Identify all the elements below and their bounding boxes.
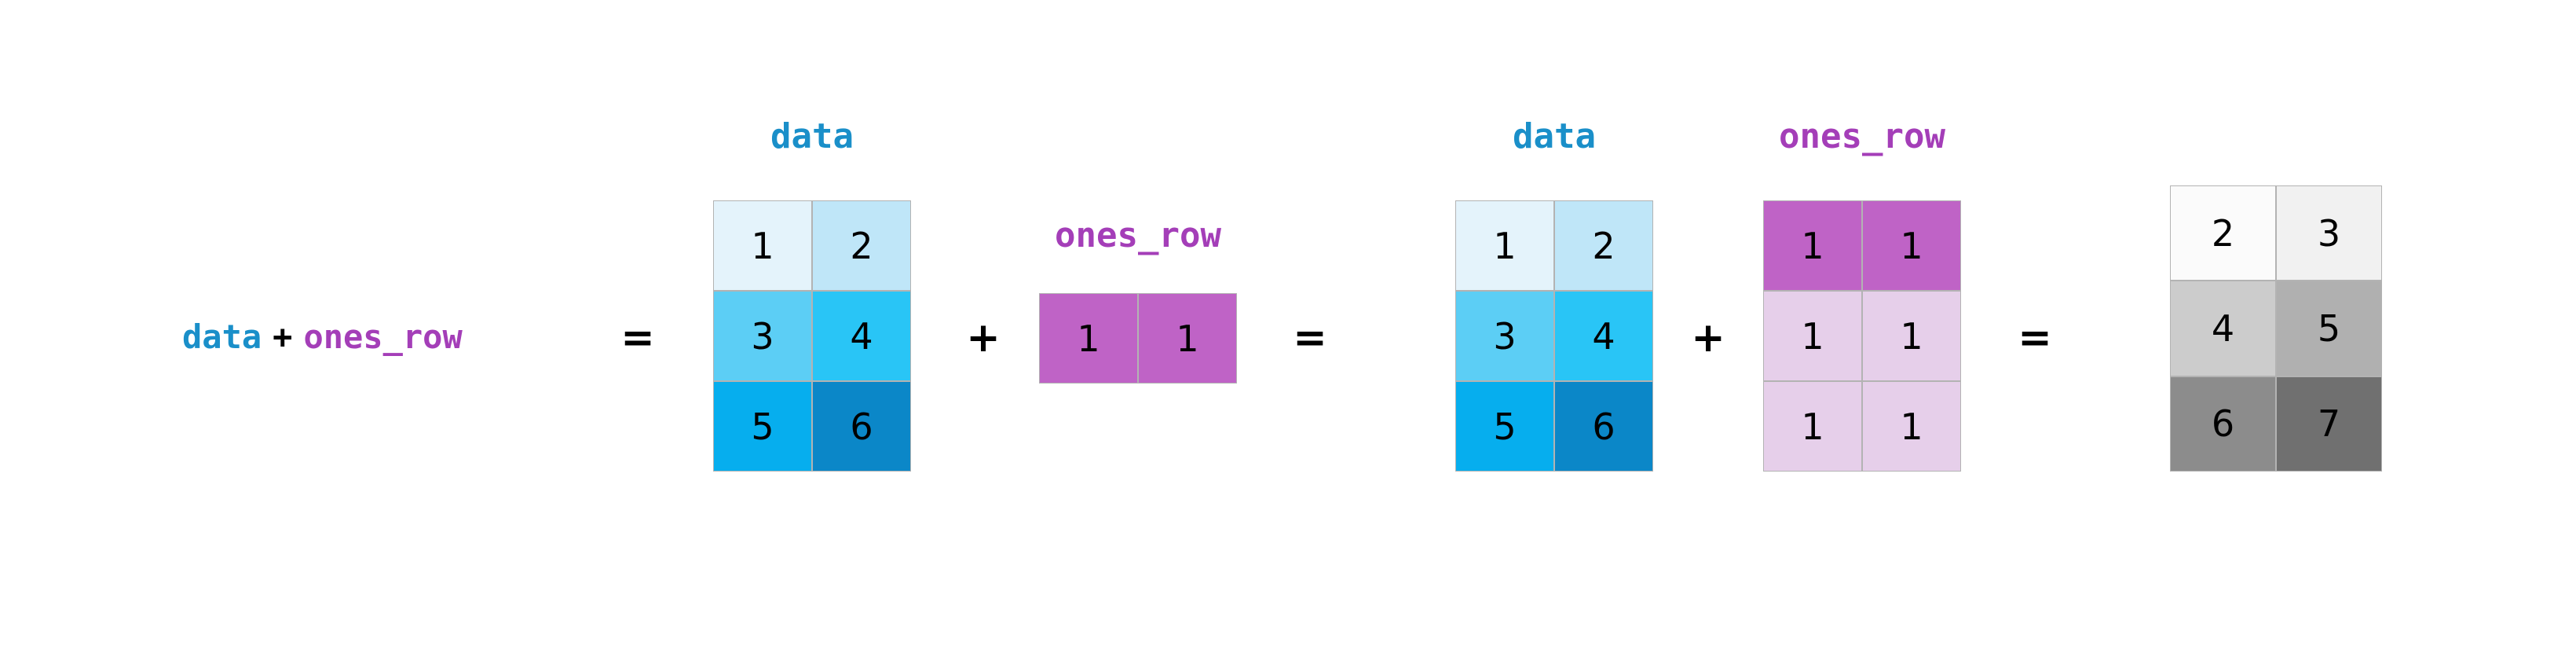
- matrix-cell: 4: [1554, 291, 1653, 381]
- matrix-cell: 5: [1455, 381, 1554, 472]
- matrix-cell: 1: [1862, 200, 1961, 291]
- matrix-cell: 5: [713, 381, 812, 472]
- matrix-cell: 1: [1862, 291, 1961, 381]
- matrix-cell: 3: [713, 291, 812, 381]
- matrix-cell: 6: [812, 381, 911, 472]
- expression-plus-operator: +: [273, 317, 293, 356]
- matrix-cell: 1: [713, 200, 812, 291]
- matrix-label-data-1: data: [770, 116, 854, 156]
- matrix-cell: 3: [2276, 185, 2382, 281]
- matrix-cell: 2: [1554, 200, 1653, 291]
- equals-operator-1: =: [620, 314, 655, 362]
- expression-data-token: data: [182, 317, 262, 356]
- matrix-label-data-2: data: [1513, 116, 1596, 156]
- plus-operator-1: +: [966, 314, 1001, 362]
- equals-operator-2: =: [1293, 314, 1327, 362]
- matrix-cell: 4: [2170, 281, 2276, 376]
- matrix-cell: 2: [2170, 185, 2276, 281]
- matrix-cell: 2: [812, 200, 911, 291]
- matrix-cell: 6: [1554, 381, 1653, 472]
- matrix-cell: 1: [1039, 293, 1138, 384]
- matrix-label-ones-row-2: ones_row: [1779, 116, 1945, 156]
- matrix-cell: 1: [1455, 200, 1554, 291]
- matrix-label-ones-row-1: ones_row: [1055, 215, 1221, 255]
- matrix-cell: 7: [2276, 376, 2382, 472]
- equals-operator-3: =: [2018, 314, 2052, 362]
- plus-operator-2: +: [1691, 314, 1725, 362]
- expression-ones-row-token: ones_row: [303, 317, 463, 356]
- expression-summary: data + ones_row: [182, 317, 463, 356]
- matrix-cell: 1: [1862, 381, 1961, 472]
- matrix-cell: 4: [812, 291, 911, 381]
- matrix-cell: 1: [1763, 291, 1862, 381]
- matrix-cell: 1: [1763, 200, 1862, 291]
- matrix-cell: 1: [1138, 293, 1237, 384]
- matrix-cell: 3: [1455, 291, 1554, 381]
- matrix-cell: 6: [2170, 376, 2276, 472]
- matrix-cell: 1: [1763, 381, 1862, 472]
- matrix-cell: 5: [2276, 281, 2382, 376]
